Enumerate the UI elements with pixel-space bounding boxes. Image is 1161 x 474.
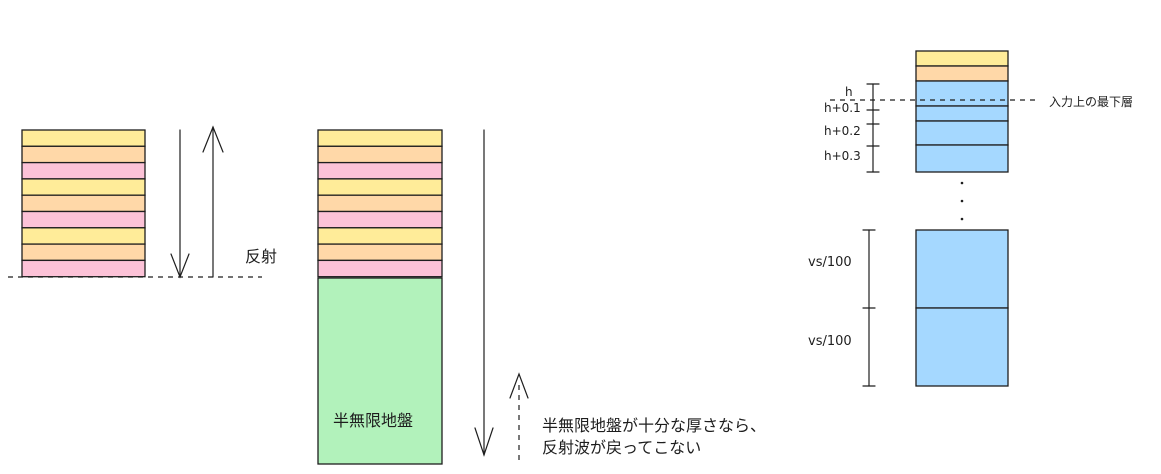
middle-diagram: 半無限地盤 半無限地盤が十分な厚さなら、 反射波が戻ってこない — [317, 129, 766, 465]
middle-no-return-arrow — [509, 372, 529, 465]
note-line-1: 半無限地盤が十分な厚さなら、 — [542, 416, 766, 435]
halfspace-label: 半無限地盤 — [333, 411, 413, 430]
right-sublayer-4 — [915, 144, 1009, 173]
bottom-input-label: 入力上の最下層 — [1049, 95, 1133, 109]
middle-layer-5 — [317, 194, 443, 213]
dim-vs1-label: vs/100 — [808, 255, 852, 270]
h-dimension-lines — [866, 83, 880, 173]
left-layer-5 — [21, 194, 146, 213]
right-sublayer-1 — [915, 80, 1009, 107]
dim-h-label: h — [845, 85, 853, 99]
right-bottom-layer-2 — [915, 307, 1009, 387]
vs-dimension-lines — [862, 229, 876, 387]
right-sublayer-3 — [915, 120, 1009, 146]
middle-layer-6 — [317, 210, 443, 229]
right-layer-stack — [915, 50, 1009, 387]
left-layer-8 — [21, 243, 146, 262]
left-layer-1 — [21, 129, 146, 147]
left-layer-stack — [21, 129, 146, 278]
dim-h02-label: h+0.2 — [824, 124, 861, 138]
ellipsis-dots — [960, 181, 964, 221]
left-layer-4 — [21, 178, 146, 196]
left-incident-arrow — [170, 129, 190, 279]
left-diagram: 反射 — [8, 125, 277, 279]
left-reflected-arrow — [202, 125, 224, 278]
right-top-layer-1 — [915, 50, 1009, 67]
dim-h03-label: h+0.3 — [824, 149, 861, 163]
right-diagram: 入力上の最下層 h h+0.1 h+0.2 h+0.3 vs/100 v — [808, 50, 1133, 387]
left-layer-6 — [21, 210, 146, 229]
dim-vs2-label: vs/100 — [808, 334, 852, 349]
middle-layer-2 — [317, 145, 443, 164]
dim-h01-label: h+0.1 — [824, 101, 861, 115]
left-layer-9 — [21, 259, 146, 278]
left-layer-3 — [21, 161, 146, 180]
left-layer-2 — [21, 145, 146, 164]
middle-layer-7 — [317, 227, 443, 245]
middle-layer-stack — [317, 129, 443, 278]
middle-layer-8 — [317, 243, 443, 262]
middle-layer-9 — [317, 259, 443, 278]
middle-incident-arrow — [474, 129, 494, 457]
reflection-label: 反射 — [245, 247, 277, 266]
right-bottom-layer-1 — [915, 229, 1009, 309]
middle-layer-3 — [317, 161, 443, 180]
left-layer-7 — [21, 227, 146, 245]
middle-layer-1 — [317, 129, 443, 147]
note-line-2: 反射波が戻ってこない — [542, 438, 701, 457]
right-sublayer-2 — [915, 105, 1009, 122]
halfspace-block — [317, 277, 443, 465]
right-top-layer-2 — [915, 65, 1009, 82]
middle-layer-4 — [317, 178, 443, 196]
